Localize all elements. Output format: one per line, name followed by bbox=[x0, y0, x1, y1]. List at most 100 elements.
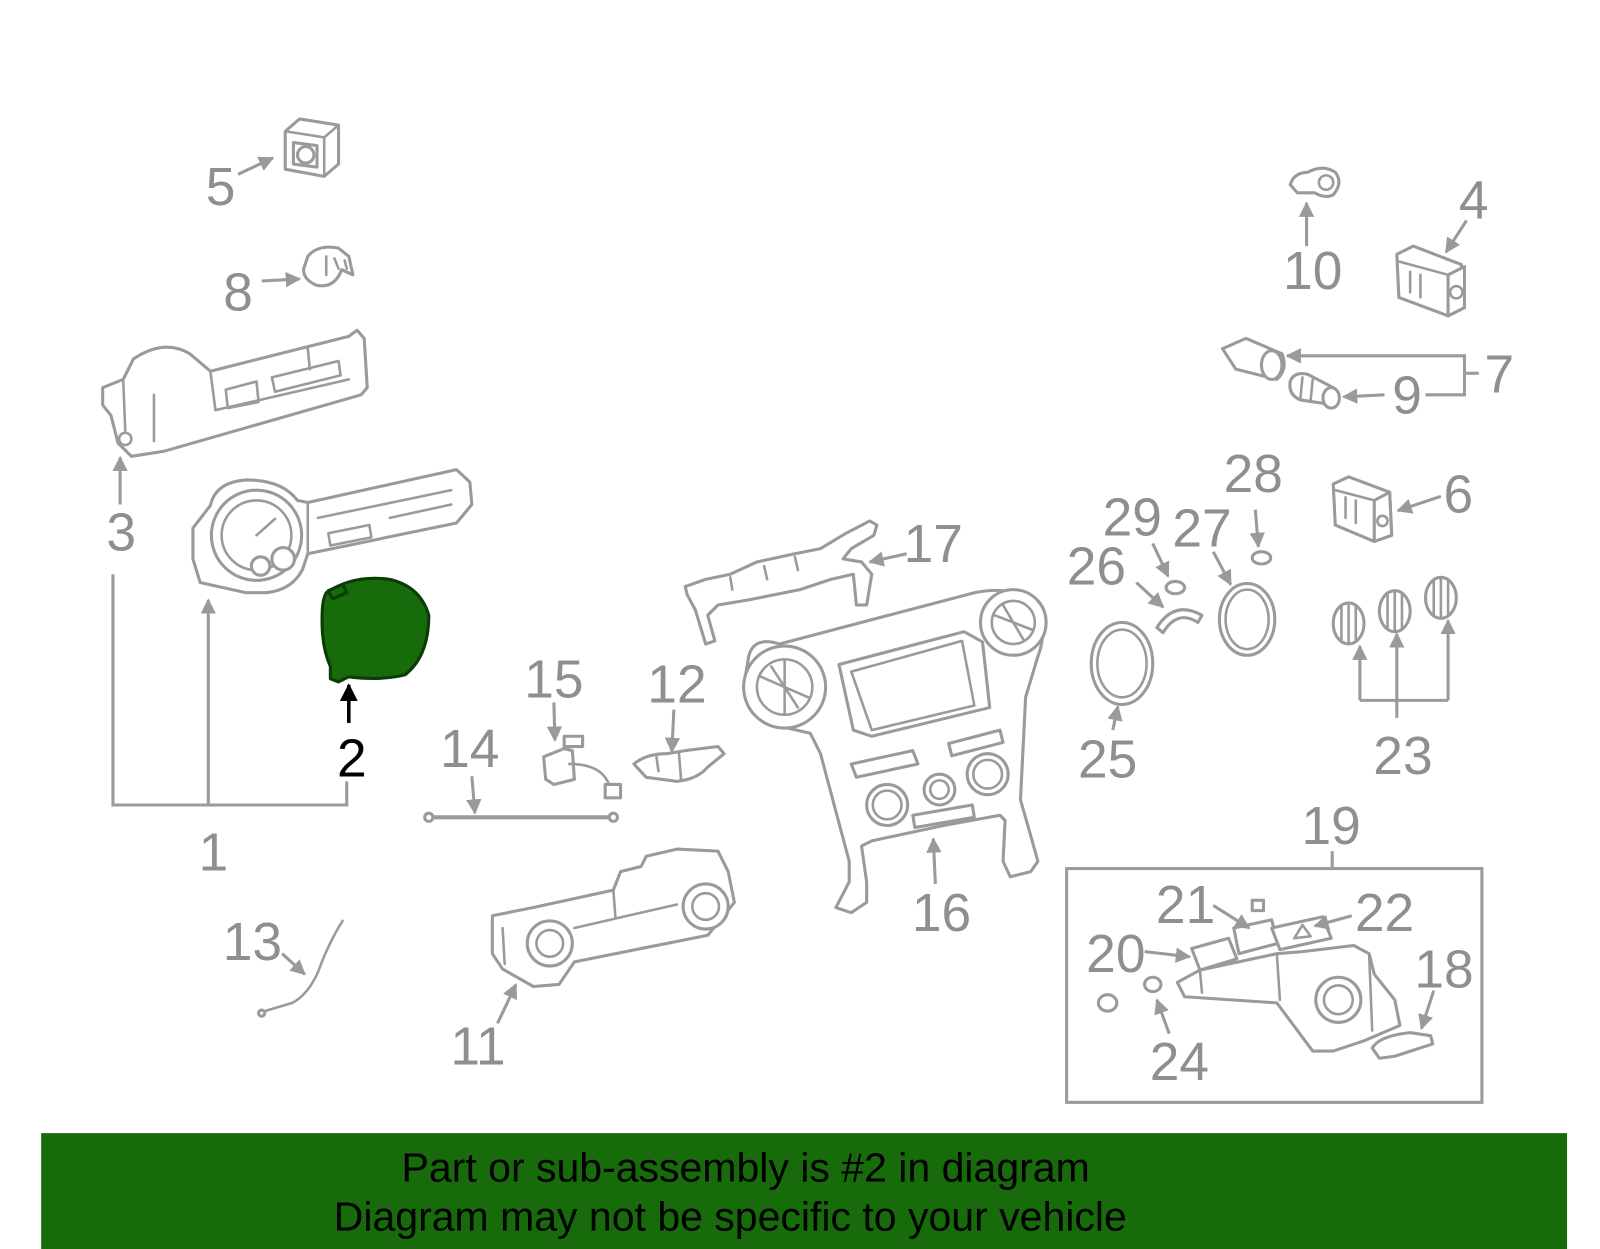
leader-line-26 bbox=[1135, 581, 1165, 609]
leader-line-11 bbox=[496, 983, 518, 1025]
part-16-bottom-slot bbox=[911, 803, 976, 830]
leader-line-20 bbox=[1144, 947, 1192, 963]
part-4-dial bbox=[1448, 284, 1464, 300]
leader-line-28 bbox=[1249, 509, 1265, 549]
part-12-detail bbox=[655, 752, 683, 781]
part-28-clip bbox=[1250, 550, 1273, 566]
leader-line-15 bbox=[546, 702, 563, 742]
part-11-detail bbox=[501, 888, 679, 966]
part-26-arc bbox=[1155, 608, 1204, 635]
callout-3: 3 bbox=[106, 504, 136, 563]
callout-22: 22 bbox=[1355, 884, 1414, 943]
part-6-detail bbox=[1334, 488, 1376, 525]
callout-15: 15 bbox=[524, 650, 583, 709]
part-3-housing bbox=[101, 328, 369, 458]
leader-line-27 bbox=[1211, 550, 1233, 586]
part-16-console-bezel bbox=[742, 588, 1048, 915]
banner-background bbox=[41, 1133, 1568, 1249]
callout-27: 27 bbox=[1172, 500, 1231, 559]
part-23-knob-center-ribs bbox=[1386, 590, 1404, 632]
callout-21: 21 bbox=[1156, 876, 1215, 935]
callout-5: 5 bbox=[206, 158, 236, 217]
part-15-bracket bbox=[542, 734, 623, 800]
part-10-body bbox=[1288, 166, 1341, 199]
part-10-clip bbox=[1288, 166, 1341, 199]
part-17-bracket bbox=[683, 519, 879, 646]
part-14-end-left bbox=[423, 811, 435, 823]
part-7-opening bbox=[1259, 349, 1284, 381]
part-9-lighter bbox=[1288, 372, 1341, 410]
part-13-end bbox=[257, 1008, 267, 1018]
part-8-body bbox=[302, 245, 355, 288]
part-16-screen bbox=[849, 639, 976, 732]
part-group-19-nut bbox=[1096, 993, 1119, 1013]
callout-26: 26 bbox=[1067, 538, 1126, 597]
part-1-detail bbox=[255, 488, 453, 556]
callout-12: 12 bbox=[647, 655, 706, 714]
part-4-face bbox=[1446, 265, 1467, 318]
callout-28: 28 bbox=[1224, 445, 1283, 504]
part-27-outer bbox=[1217, 581, 1277, 657]
part-16-vent-right-inner bbox=[990, 599, 1037, 646]
part-18-trim bbox=[1370, 1031, 1435, 1060]
part-8-socket bbox=[302, 245, 355, 288]
leader-line-22 bbox=[1313, 914, 1353, 930]
part-11-knob-right-inner bbox=[691, 891, 721, 922]
part-2-highlighted bbox=[320, 576, 431, 684]
info-banner: Part or sub-assembly is #2 in diagram Di… bbox=[41, 1133, 1568, 1249]
callout-2: 2 bbox=[337, 729, 367, 788]
part-24-clip bbox=[1143, 975, 1163, 994]
callout-9: 9 bbox=[1392, 366, 1422, 425]
callout-17: 17 bbox=[904, 515, 963, 574]
leader-line-25 bbox=[1107, 705, 1123, 731]
callout-29: 29 bbox=[1103, 488, 1162, 547]
part-20-switch bbox=[1190, 936, 1239, 972]
leader-line-5 bbox=[237, 156, 275, 176]
part-16-vent-left-vanes bbox=[759, 658, 810, 717]
part-12-bracket bbox=[632, 744, 726, 783]
leader-line-24 bbox=[1154, 998, 1171, 1035]
part-27-inner bbox=[1224, 588, 1270, 651]
part-11-knob-left bbox=[525, 919, 574, 968]
leader-line-9 bbox=[1341, 388, 1385, 404]
part-27-ring bbox=[1217, 581, 1277, 657]
part-22-body bbox=[1270, 915, 1333, 952]
part-13-cable bbox=[257, 919, 344, 1018]
part-16-slot-right bbox=[947, 728, 1005, 758]
bracket-line-7 bbox=[1285, 348, 1467, 397]
leader-line-14 bbox=[466, 776, 482, 815]
part-19-control-assembly bbox=[1175, 943, 1402, 1053]
part-16-knob-left-inner bbox=[871, 789, 903, 821]
part-19-detail bbox=[1198, 952, 1374, 1032]
part-22-triangle bbox=[1292, 923, 1312, 940]
part-1-instrument-cluster bbox=[191, 468, 474, 595]
leader-line-12 bbox=[664, 709, 681, 754]
part-23-knobs bbox=[1331, 575, 1458, 646]
leader-line-13 bbox=[281, 952, 306, 976]
leader-line-29 bbox=[1151, 542, 1170, 578]
leader-line-16 bbox=[926, 837, 942, 885]
part-3-body bbox=[101, 328, 369, 458]
banner-line-1: Part or sub-assembly is #2 in diagram bbox=[402, 1144, 1090, 1190]
part-9-knob bbox=[1321, 386, 1341, 410]
part-1-gauge-left bbox=[249, 555, 272, 577]
leader-line-17 bbox=[868, 551, 907, 567]
part-16-vent-right-vanes bbox=[993, 603, 1034, 642]
part-9-ribs bbox=[1299, 376, 1315, 402]
part-19-knob-inner bbox=[1322, 984, 1355, 1016]
part-4-switch bbox=[1395, 244, 1467, 318]
part-8-detail bbox=[324, 255, 349, 277]
part-14-end-right bbox=[607, 811, 620, 823]
part-5-edge bbox=[283, 123, 340, 178]
part-17-detail bbox=[728, 555, 800, 591]
part-5-switch bbox=[283, 117, 341, 178]
part-11-heater-control bbox=[490, 847, 736, 989]
part-15-body bbox=[542, 747, 576, 787]
leader-line-6 bbox=[1396, 494, 1442, 514]
callout-7: 7 bbox=[1485, 346, 1515, 405]
part-4-detail bbox=[1397, 260, 1450, 299]
part-19-knob bbox=[1314, 975, 1363, 1024]
part-3-detail bbox=[121, 347, 351, 443]
callout-16: 16 bbox=[912, 884, 971, 943]
